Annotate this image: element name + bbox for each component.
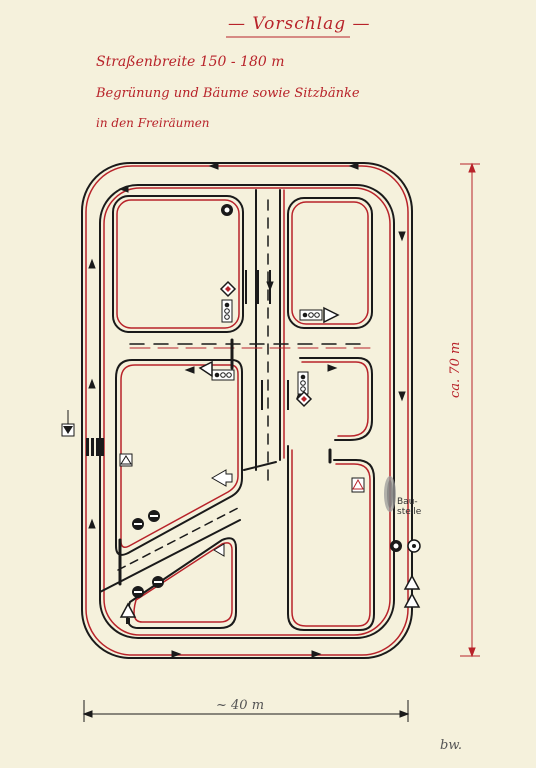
warning-sign-icon xyxy=(119,453,133,467)
block-middle-left-red xyxy=(120,364,239,548)
arrow-icon xyxy=(184,366,195,374)
arrow-icon xyxy=(208,162,219,170)
arrow-icon xyxy=(88,378,96,389)
arrow-icon xyxy=(171,650,182,658)
traffic-light-icon xyxy=(211,369,235,381)
height-label: ca. 70 m xyxy=(448,341,463,398)
construction-site-icon xyxy=(384,476,396,512)
construction-label: Bau- stelle xyxy=(397,497,422,517)
arrow-icon xyxy=(327,364,338,372)
outer-road-black xyxy=(81,162,413,659)
page-title: — Vorschlag — xyxy=(228,14,371,34)
diagonal-road-a xyxy=(117,507,239,571)
priority-road-sign-icon xyxy=(295,390,313,408)
arrow-icon xyxy=(348,162,359,170)
block-top-right-black xyxy=(287,197,373,329)
no-entry-sign-icon xyxy=(132,518,144,530)
diagonal-road-c xyxy=(243,461,277,471)
block-top-left-red xyxy=(116,199,240,329)
outer-road-red xyxy=(85,165,409,656)
warning-sign-icon xyxy=(403,592,421,608)
warning-sign-icon xyxy=(403,574,421,590)
note-greenery: Begrünung und Bäume sowie Sitzbänke xyxy=(96,86,360,101)
warning-sign-icon xyxy=(351,477,365,493)
block-top-right-red xyxy=(291,201,369,325)
block-middle-right-red xyxy=(301,361,369,437)
arrow-icon xyxy=(311,650,322,658)
block-bottom-right-red xyxy=(291,449,371,627)
traffic-light-icon xyxy=(297,371,309,395)
priority-road-sign-icon xyxy=(219,280,237,298)
width-label: ~ 40 m xyxy=(216,698,265,713)
roundabout-sign-icon xyxy=(407,539,421,553)
no-entry-sign-icon xyxy=(221,204,233,216)
note-open-spaces: in den Freiräumen xyxy=(96,116,210,130)
traffic-light-icon xyxy=(299,309,323,321)
arrow-icon xyxy=(88,258,96,269)
no-entry-sign-icon xyxy=(152,576,164,588)
inner-loop-black xyxy=(99,184,395,639)
directional-arrow-icon xyxy=(213,543,225,557)
pedestrian-crossing-icon xyxy=(86,438,104,456)
arrow-icon xyxy=(88,518,96,529)
arrow-icon xyxy=(398,391,406,402)
block-middle-left-black xyxy=(115,359,243,556)
give-way-sign-icon xyxy=(198,360,213,378)
give-way-sign-icon xyxy=(323,306,340,324)
signature: bw. xyxy=(440,738,463,753)
diagonal-road-b xyxy=(99,519,241,593)
warning-sign-icon xyxy=(119,602,137,624)
no-entry-sign-icon xyxy=(148,510,160,522)
block-bottom-right-black xyxy=(287,445,375,631)
no-entry-sign-icon xyxy=(132,586,144,598)
pedestrian-sign-icon xyxy=(61,410,75,437)
arrow-icon xyxy=(118,185,129,193)
roundabout-sign-icon xyxy=(390,540,402,552)
directional-arrow-icon xyxy=(210,469,233,487)
block-middle-right-black xyxy=(299,357,373,441)
arrow-icon xyxy=(398,231,406,242)
note-street-width: Straßenbreite 150 - 180 m xyxy=(96,54,285,70)
traffic-light-icon xyxy=(221,299,233,323)
block-top-left-black xyxy=(112,195,244,333)
inner-loop-red xyxy=(103,187,391,636)
